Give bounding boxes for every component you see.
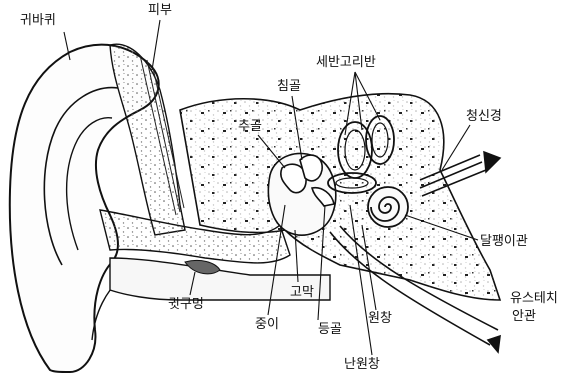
label-eustachian-tube-1: 유스테치 xyxy=(510,292,558,305)
label-auricle: 귀바퀴 xyxy=(20,14,56,27)
label-oval-window: 난원창 xyxy=(344,358,380,371)
label-anvil: 침골 xyxy=(277,80,301,93)
label-round-window: 원창 xyxy=(368,312,392,325)
label-ear-canal: 귓구멍 xyxy=(168,298,204,311)
temporal-bone xyxy=(180,94,500,300)
label-eardrum: 고막 xyxy=(290,286,314,299)
label-stirrup: 등골 xyxy=(318,323,342,336)
cochlea xyxy=(368,187,408,227)
label-eustachian-tube-2: 안관 xyxy=(512,310,536,323)
label-middle-ear: 중이 xyxy=(255,318,279,331)
label-skin: 피부 xyxy=(148,4,172,17)
label-cochlea: 달팽이관 xyxy=(480,235,528,248)
label-auditory-nerve: 청신경 xyxy=(466,110,502,123)
label-semicircular-canals: 세반고리반 xyxy=(316,56,376,69)
label-hammer: 추골 xyxy=(238,120,262,133)
skin-tissue xyxy=(110,44,185,235)
